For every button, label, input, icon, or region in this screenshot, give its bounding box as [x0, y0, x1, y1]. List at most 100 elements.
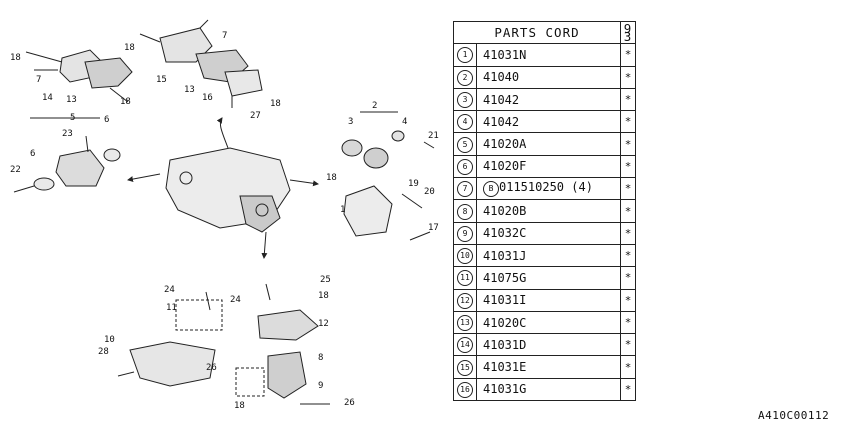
year-code-digit-2: 3	[623, 28, 633, 44]
callout-label: 26	[344, 398, 355, 408]
callout-label: 7	[222, 31, 227, 41]
callout-label: 27	[250, 111, 261, 121]
applicability-flag: *	[620, 132, 636, 156]
callout-label: 9	[318, 381, 323, 391]
applicability-flag: *	[620, 199, 636, 223]
table-header-label: PARTS CORD	[453, 20, 621, 45]
row-number-cell: 13	[453, 310, 477, 335]
callout-label: 7	[36, 75, 41, 85]
callout-label: 18	[120, 97, 131, 107]
row-number-circle: 15	[457, 359, 473, 376]
part-code-cell: 41042	[476, 110, 621, 134]
part-code-cell: 41020A	[476, 132, 621, 156]
callout-label: 25	[320, 275, 331, 285]
callout-label: 10	[104, 335, 115, 345]
row-number-circle: 2	[457, 69, 473, 86]
callout-label: 15	[156, 75, 167, 85]
callout-label: 24	[230, 295, 241, 305]
applicability-flag: *	[620, 110, 636, 134]
row-number-cell: 10	[453, 243, 477, 268]
part-code: 41032C	[483, 226, 527, 241]
applicability-flag: *	[620, 87, 636, 112]
part-code-cell: 41020C	[476, 310, 621, 335]
part-code: 41020A	[483, 137, 527, 152]
table-row: 5 41020A *	[453, 132, 636, 156]
callout-label: 22	[10, 165, 21, 175]
applicability-flag: *	[620, 177, 636, 201]
applicability-flag: *	[620, 377, 636, 402]
year-code-digit-1: 9	[623, 20, 633, 36]
row-number-cell: 6	[453, 154, 477, 179]
row-number-circle: 9	[457, 225, 473, 242]
row-number-cell: 3	[453, 87, 477, 112]
applicability-flag: *	[620, 355, 636, 379]
applicability-flag: *	[620, 288, 636, 312]
callout-label: 11	[166, 303, 177, 313]
callout-label: 28	[98, 347, 109, 357]
bolt-prefix-circle: B	[483, 181, 499, 198]
part-code: 41020F	[483, 159, 527, 174]
part-code: 41042	[483, 92, 520, 107]
row-number-circle: 5	[457, 136, 473, 153]
applicability-flag: *	[620, 154, 636, 179]
engine-illustration	[127, 117, 319, 259]
applicability-flag: *	[620, 65, 636, 89]
applicability-flag: *	[620, 310, 636, 335]
row-number-circle: 11	[457, 270, 473, 287]
callout-label: 18	[270, 99, 281, 109]
row-number-circle: 3	[457, 92, 473, 109]
callout-label: 2	[372, 101, 377, 111]
row-number-cell: 4	[453, 110, 477, 134]
row-number-circle: 12	[457, 292, 473, 309]
row-number-circle: 14	[457, 337, 473, 354]
callout-label: 6	[104, 115, 109, 125]
part-code-cell: 41032C	[476, 221, 621, 245]
table-row: 6 41020F *	[453, 154, 636, 179]
row-number-circle: 13	[457, 315, 473, 331]
part-code: 41031N	[483, 47, 527, 62]
row-number-cell: 11	[453, 266, 477, 290]
part-code: 41020C	[483, 315, 527, 330]
table-row: 3 41042 *	[453, 87, 636, 112]
callout-label: 3	[348, 117, 353, 127]
callout-label: 6	[30, 149, 35, 159]
row-number-cell: 12	[453, 288, 477, 312]
part-code-cell: 41020B	[476, 199, 621, 223]
applicability-flag: *	[620, 43, 636, 67]
row-number-cell: 14	[453, 333, 477, 357]
catalog-id: A410C00112	[758, 409, 830, 422]
year-code-header: 9 3	[620, 20, 636, 45]
front-mount-left-illustration	[13, 117, 121, 193]
applicability-flag: *	[620, 266, 636, 290]
callout-label: 16	[202, 93, 213, 103]
callout-label: 26	[206, 363, 217, 373]
row-number-cell: 8	[453, 199, 477, 223]
part-code-cell: 41020F	[476, 154, 621, 179]
row-number-circle: 16	[457, 381, 473, 398]
part-code-cell: 41075G	[476, 266, 621, 290]
callout-label: 23	[62, 129, 73, 139]
part-code-cell: 41031J	[476, 243, 621, 268]
row-number-cell: 16	[453, 377, 477, 402]
rear-mount-left-illustration	[25, 49, 133, 103]
crossmember-illustration	[117, 283, 330, 405]
callout-label: 5	[70, 113, 75, 123]
part-code-cell: 41031E	[476, 355, 621, 379]
callout-label: 18	[234, 401, 245, 411]
row-number-cell: 5	[453, 132, 477, 156]
applicability-flag: *	[620, 333, 636, 357]
callout-label: 12	[318, 319, 329, 329]
